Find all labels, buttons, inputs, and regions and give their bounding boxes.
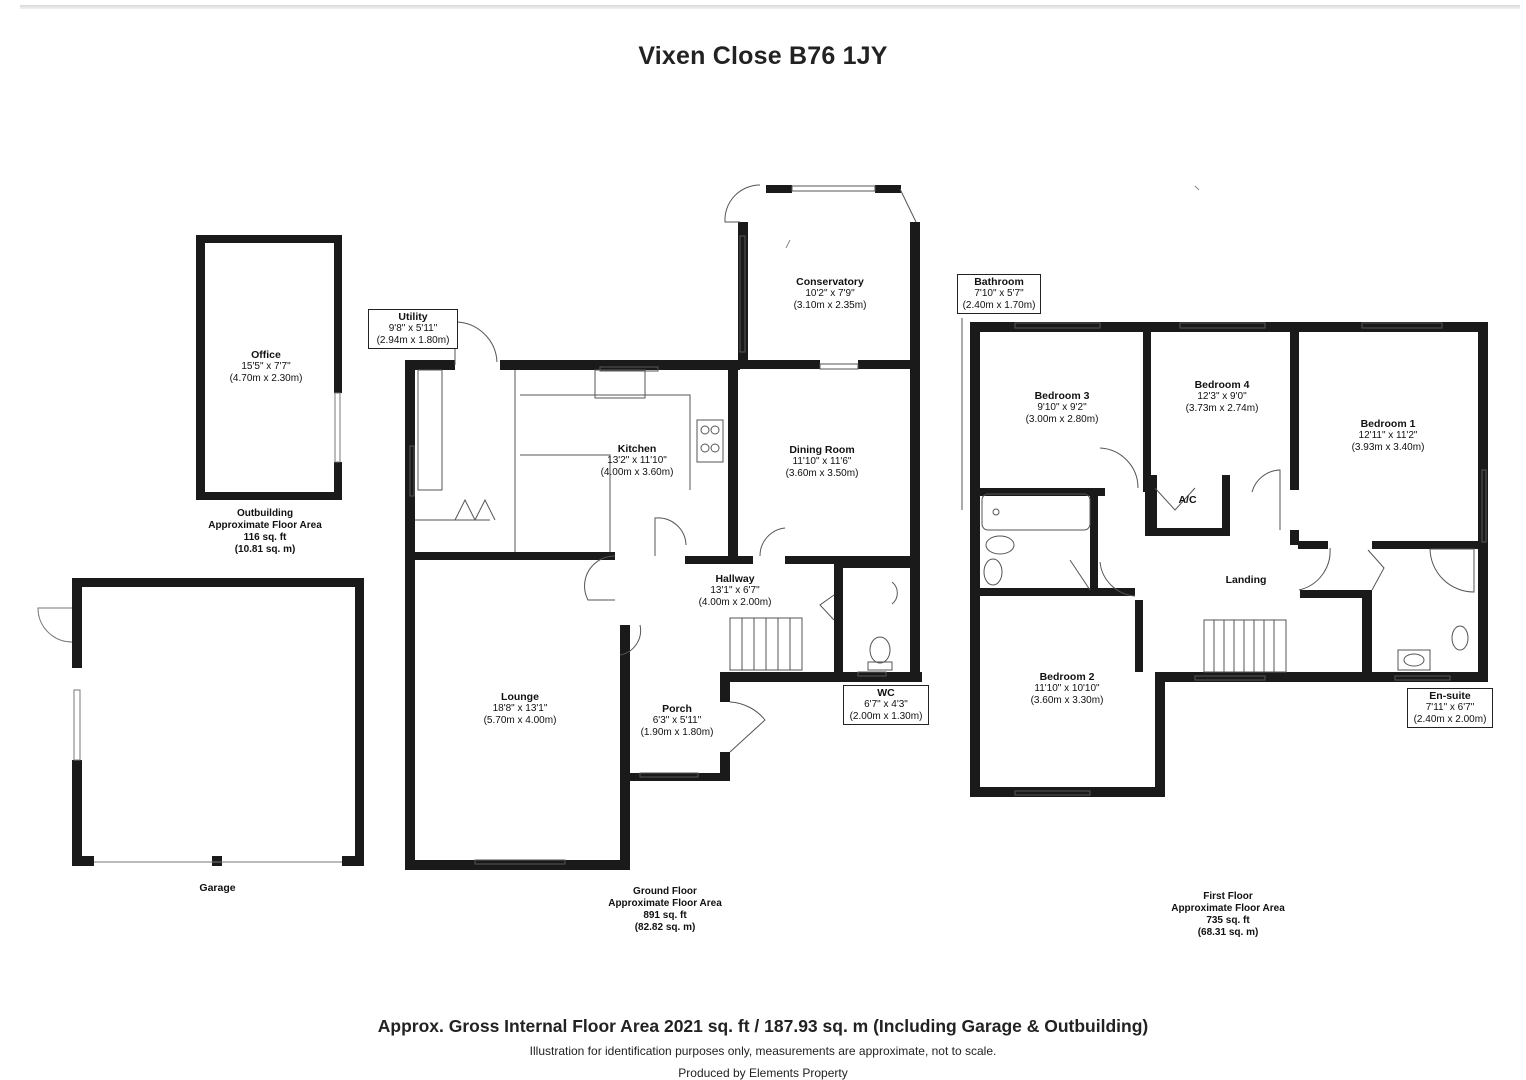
room-bedroom3-metric: (3.00m x 2.80m)	[1025, 414, 1099, 425]
room-wc-imperial: 6'7" x 4'3"	[864, 699, 908, 710]
ground-floor-area-sqft: 891 sq. ft	[643, 910, 687, 921]
room-ensuite-imperial: 7'11" x 6'7"	[1425, 702, 1475, 713]
ground-floor-area-sqm: (82.82 sq. m)	[634, 922, 696, 933]
outbuilding-area-sqm: (10.81 sq. m)	[234, 544, 296, 555]
room-porch-metric: (1.90m x 1.80m)	[640, 727, 714, 738]
outbuilding-area: Outbuilding Approximate Floor Area 116 s…	[180, 508, 350, 556]
room-bedroom3-imperial: 9'10" x 9'2"	[1037, 402, 1087, 413]
room-hallway-name: Hallway	[715, 573, 755, 585]
outbuilding-office	[196, 235, 342, 500]
room-ensuite-name: En-suite	[1429, 690, 1471, 702]
room-bedroom3: Bedroom 3 9'10" x 9'2" (3.00m x 2.80m)	[1002, 390, 1122, 426]
room-bedroom4-imperial: 12'3" x 9'0"	[1197, 391, 1247, 402]
room-bathroom: Bathroom 7'10" x 5'7" (2.40m x 1.70m)	[957, 274, 1041, 314]
room-bedroom1: Bedroom 1 12'11" x 11'2" (3.93m x 3.40m)	[1328, 418, 1448, 454]
room-utility-name: Utility	[398, 311, 428, 323]
room-hallway: Hallway 13'1" x 6'7" (4.00m x 2.00m)	[675, 573, 795, 609]
first-floor-details	[961, 318, 1487, 796]
room-garage-name: Garage	[199, 882, 236, 894]
room-bedroom1-imperial: 12'11" x 11'2"	[1358, 430, 1418, 441]
room-kitchen-name: Kitchen	[617, 443, 657, 455]
room-bedroom2-metric: (3.60m x 3.30m)	[1030, 695, 1104, 706]
room-bedroom3-name: Bedroom 3	[1034, 390, 1090, 402]
outbuilding-area-sqft: 116 sq. ft	[243, 532, 287, 543]
room-utility-imperial: 9'8" x 5'11"	[388, 323, 438, 334]
room-bedroom4: Bedroom 4 12'3" x 9'0" (3.73m x 2.74m)	[1162, 379, 1282, 415]
garage	[72, 578, 364, 866]
misc-marks	[785, 185, 1200, 249]
room-hallway-imperial: 13'1" x 6'7"	[710, 585, 760, 596]
room-ac: A/C	[1160, 494, 1215, 506]
room-lounge-metric: (5.70m x 4.00m)	[483, 715, 557, 726]
room-office: Office 15'5" x 7'7" (4.70m x 2.30m)	[206, 349, 326, 385]
first-floor-area: First Floor Approximate Floor Area 735 s…	[1143, 891, 1313, 939]
room-bedroom1-name: Bedroom 1	[1360, 418, 1416, 430]
room-bathroom-name: Bathroom	[974, 276, 1024, 288]
room-kitchen-metric: (4.00m x 3.60m)	[600, 467, 674, 478]
room-conservatory-name: Conservatory	[796, 276, 864, 288]
ground-floor-area-name: Ground Floor	[633, 886, 697, 897]
office-window	[334, 392, 341, 463]
scan-edge-line	[20, 5, 1520, 9]
room-bedroom2-imperial: 11'10" x 10'10"	[1034, 683, 1100, 694]
gross-area-summary: Approx. Gross Internal Floor Area 2021 s…	[377, 1016, 1149, 1036]
room-ensuite-metric: (2.40m x 2.00m)	[1413, 714, 1487, 725]
room-ac-name: A/C	[1178, 494, 1197, 506]
room-landing: Landing	[1196, 574, 1296, 586]
room-dining-imperial: 11'10" x 11'6"	[792, 456, 852, 467]
first-floor-area-name: First Floor	[1203, 891, 1253, 902]
ground-floor-details	[409, 184, 917, 865]
room-dining-name: Dining Room	[789, 444, 855, 456]
room-conservatory-imperial: 10'2" x 7'9"	[805, 288, 855, 299]
room-landing-name: Landing	[1225, 574, 1267, 586]
outbuilding-area-name: Outbuilding	[236, 508, 294, 519]
room-garage: Garage	[170, 882, 265, 894]
garage-details	[37, 607, 342, 863]
page-title: Vixen Close B76 1JY	[638, 42, 888, 70]
room-porch-imperial: 6'3" x 5'11"	[652, 715, 702, 726]
room-conservatory: Conservatory 10'2" x 7'9" (3.10m x 2.35m…	[770, 276, 890, 312]
room-office-imperial: 15'5" x 7'7"	[241, 361, 291, 372]
room-lounge: Lounge 18'8" x 13'1" (5.70m x 4.00m)	[460, 691, 580, 727]
outbuilding-area-label: Approximate Floor Area	[208, 520, 322, 531]
room-office-metric: (4.70m x 2.30m)	[229, 373, 303, 384]
room-bedroom2-name: Bedroom 2	[1039, 671, 1095, 683]
room-ensuite: En-suite 7'11" x 6'7" (2.40m x 2.00m)	[1407, 688, 1493, 728]
room-hallway-metric: (4.00m x 2.00m)	[698, 597, 772, 608]
first-floor-walls	[970, 322, 1488, 797]
room-dining-metric: (3.60m x 3.50m)	[785, 468, 859, 479]
room-kitchen: Kitchen 13'2" x 11'10" (4.00m x 3.60m)	[577, 443, 697, 479]
room-conservatory-metric: (3.10m x 2.35m)	[793, 300, 867, 311]
ground-floor-area: Ground Floor Approximate Floor Area 891 …	[580, 886, 750, 934]
room-wc-metric: (2.00m x 1.30m)	[849, 711, 923, 722]
ground-floor-area-label: Approximate Floor Area	[608, 898, 722, 909]
room-wc-name: WC	[877, 687, 895, 699]
room-kitchen-imperial: 13'2" x 11'10"	[607, 455, 667, 466]
producer-credit: Produced by Elements Property	[678, 1066, 848, 1080]
room-bedroom4-name: Bedroom 4	[1194, 379, 1250, 391]
room-lounge-name: Lounge	[501, 691, 539, 703]
room-utility: Utility 9'8" x 5'11" (2.94m x 1.80m)	[368, 309, 458, 349]
room-bedroom4-metric: (3.73m x 2.74m)	[1185, 403, 1259, 414]
room-wc: WC 6'7" x 4'3" (2.00m x 1.30m)	[843, 685, 929, 725]
room-porch: Porch 6'3" x 5'11" (1.90m x 1.80m)	[617, 703, 737, 739]
room-lounge-imperial: 18'8" x 13'1"	[492, 703, 548, 714]
room-office-name: Office	[251, 349, 281, 361]
first-floor-area-sqm: (68.31 sq. m)	[1197, 927, 1259, 938]
room-bathroom-metric: (2.40m x 1.70m)	[962, 300, 1036, 311]
room-utility-metric: (2.94m x 1.80m)	[376, 335, 450, 346]
room-porch-name: Porch	[662, 703, 692, 715]
first-floor-area-sqft: 735 sq. ft	[1206, 915, 1250, 926]
room-bedroom2: Bedroom 2 11'10" x 10'10" (3.60m x 3.30m…	[1007, 671, 1127, 707]
room-bathroom-imperial: 7'10" x 5'7"	[974, 288, 1024, 299]
room-bedroom1-metric: (3.93m x 3.40m)	[1351, 442, 1425, 453]
first-floor-area-label: Approximate Floor Area	[1171, 903, 1285, 914]
disclaimer: Illustration for identification purposes…	[529, 1044, 997, 1058]
room-dining: Dining Room 11'10" x 11'6" (3.60m x 3.50…	[762, 444, 882, 480]
